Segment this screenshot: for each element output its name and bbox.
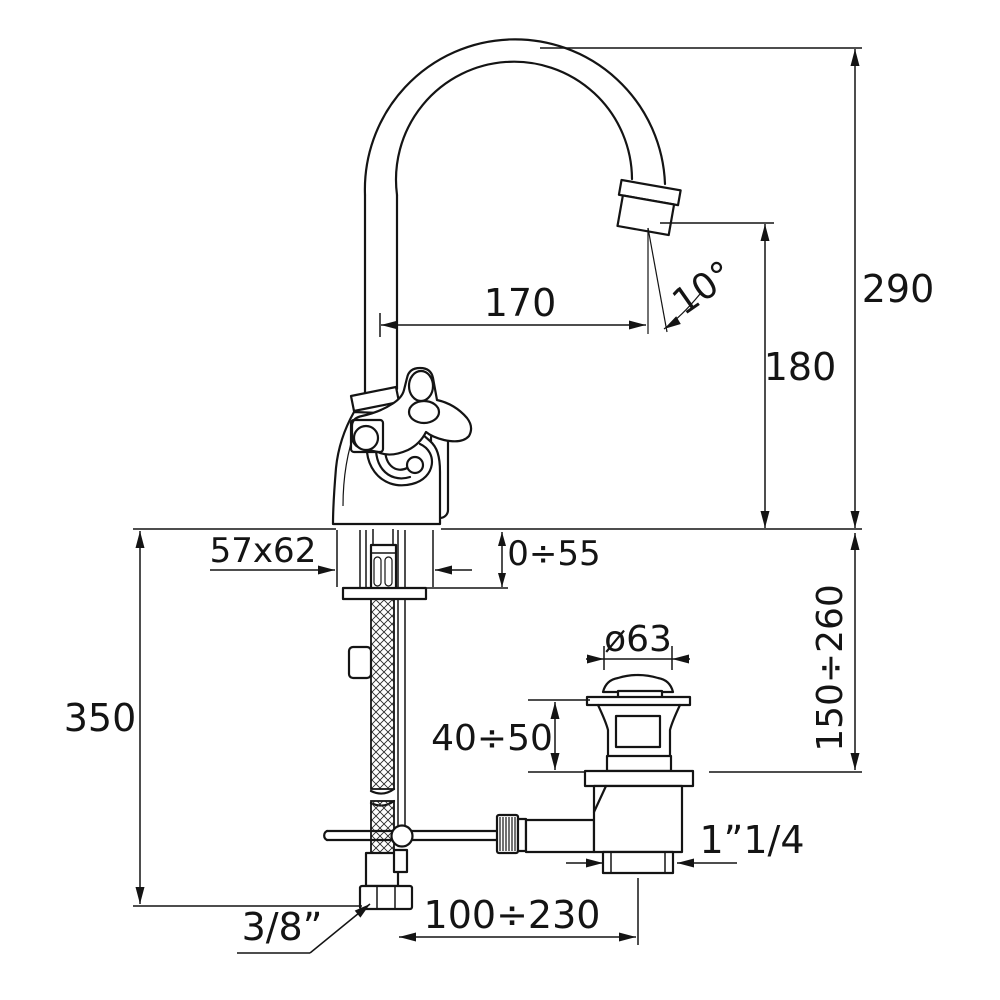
- handle-hub: [407, 399, 441, 425]
- rod-ball-joint: [390, 824, 414, 848]
- dim-label-base-footprint: 57x62: [210, 531, 317, 571]
- dim-outlet-height: 180: [660, 222, 837, 528]
- braided-hose-upper: [370, 598, 395, 790]
- knurled-adjuster: [495, 813, 528, 855]
- under-deck-group: [323, 529, 596, 911]
- popup-waste-group: [583, 673, 695, 875]
- waste-lower-band: [605, 754, 673, 773]
- waste-neck: [596, 703, 682, 758]
- spout-outer-arc: [363, 38, 667, 197]
- waste-link-bar: [524, 818, 596, 854]
- dim-label-waste-cap-height: 40÷50: [431, 718, 553, 759]
- waste-body: [592, 784, 684, 854]
- spout-inner-arc: [394, 60, 634, 197]
- dim-waste-cap-diameter: ø63: [586, 619, 690, 670]
- dim-deck-thickness: 0÷55: [427, 532, 601, 589]
- aerator: [616, 178, 682, 237]
- hose-clip: [347, 645, 373, 680]
- dim-label-overall-height: 290: [862, 267, 935, 311]
- waste-cap-dome: [601, 673, 675, 694]
- dim-label-deck-thickness: 0÷55: [507, 534, 600, 574]
- dim-supply-length: 350: [64, 531, 362, 907]
- dim-supply-thread: 3/8”: [237, 903, 371, 954]
- waste-cap-flange: [585, 695, 692, 707]
- waste-body-chamfer: [592, 784, 608, 814]
- dimension-annotations: 170 10° 290 180: [64, 47, 935, 954]
- dim-waste-depth-range: 150÷260: [709, 533, 862, 773]
- dim-label-supply-length: 350: [64, 696, 137, 740]
- braided-hose-lower: [370, 800, 395, 854]
- popup-rod-assembly: [323, 824, 499, 874]
- dim-waste-thread: 1”1/4: [566, 818, 805, 868]
- dim-label-outlet-height: 180: [764, 345, 837, 389]
- hose-connector: [369, 543, 398, 592]
- dim-overall-height: 290: [540, 47, 935, 528]
- supply-hex-nut: [358, 884, 414, 911]
- dim-spray-angle: 10°: [647, 227, 741, 334]
- dim-label-waste-depth-range: 150÷260: [810, 584, 851, 752]
- body-handle-group: [331, 366, 473, 526]
- dim-label-spray-angle: 10°: [665, 253, 741, 323]
- dim-spout-reach: 170: [379, 281, 646, 337]
- waste-body-flange: [583, 769, 695, 788]
- dim-label-spout-reach: 170: [484, 281, 557, 325]
- waste-overflow-window: [614, 714, 662, 749]
- handle-side-housing: [349, 418, 385, 454]
- dim-label-rod-range: 100÷230: [424, 893, 601, 937]
- dim-label-waste-cap-diameter: ø63: [604, 619, 672, 660]
- handle-top-lobe: [407, 369, 435, 403]
- dim-label-waste-thread: 1”1/4: [699, 818, 804, 862]
- dim-rod-range: 100÷230: [399, 878, 639, 945]
- waste-tailpiece: [601, 850, 675, 875]
- dim-waste-cap-height: 40÷50: [431, 699, 590, 773]
- shank-washer: [341, 586, 428, 601]
- dim-base-footprint: 57x62: [210, 531, 472, 575]
- spout-group: [363, 38, 682, 396]
- rod-clamp: [392, 848, 409, 874]
- dim-label-supply-thread: 3/8”: [242, 905, 323, 949]
- handle-left-lobe: [352, 424, 380, 452]
